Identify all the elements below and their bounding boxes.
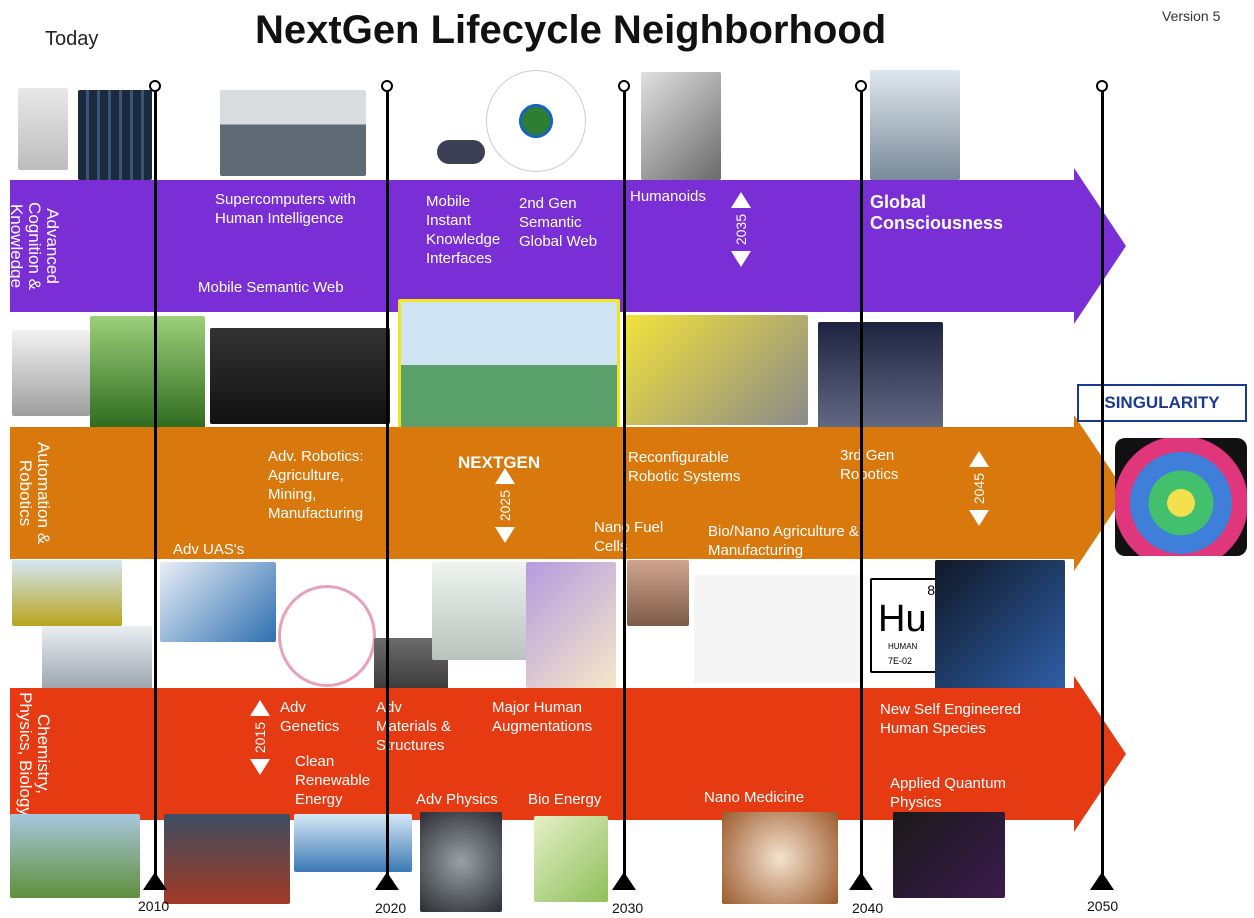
item-global-consciousness: Global Consciousness (870, 192, 1004, 233)
element-name: HUMAN (888, 642, 918, 651)
year-2050: 2050 (1087, 898, 1119, 914)
marker-2045: 2045 (964, 451, 994, 527)
item-adv-physics: Adv Physics (416, 791, 498, 808)
item-nano-medicine: Nano Medicine (704, 789, 805, 806)
item-nextgen: NEXTGEN (458, 453, 541, 472)
item-3rd-gen: 3rd Gen Robotics (840, 447, 899, 483)
triangle-2010 (143, 872, 167, 890)
timeline-2030-top (618, 80, 630, 92)
marker-2035: 2035 (726, 192, 756, 268)
band-label-cognition: Advanced Cognition & Knowledge (7, 202, 62, 290)
triangle-2020 (375, 872, 399, 890)
armored-robot-photo (818, 322, 943, 440)
nano-bot-photo (694, 575, 864, 683)
timeline-2020 (386, 88, 389, 878)
solar-boat-photo (294, 814, 412, 872)
headset-photo (437, 140, 485, 164)
server-rack-photo (78, 90, 152, 180)
item-nano-fuel: Nano Fuel Cells (594, 519, 664, 555)
reconfigurable-robot-photo (624, 315, 808, 425)
version-label: Version 5 (1162, 8, 1221, 24)
item-clean-energy: Clean Renewable Energy (295, 753, 371, 808)
timeline-2050-top (1096, 80, 1108, 92)
item-semantic-2nd: 2nd Gen Semantic Global Web (519, 195, 598, 250)
helicopter-photo (160, 562, 276, 642)
page-title: NextGen Lifecycle Neighborhood (255, 8, 887, 52)
armored-vehicle-photo (12, 560, 122, 626)
molecule-photo (534, 816, 608, 902)
year-2040: 2040 (852, 900, 884, 916)
wind-turbines-photo (10, 814, 140, 898)
band-label-chemistry: Chemistry, Physics, Biology (16, 692, 53, 816)
item-bio-nano: Bio/Nano Agriculture & Manufacturing (708, 523, 859, 559)
triangle-2030 (612, 872, 636, 890)
triangle-2040 (849, 872, 873, 890)
element-tile: 8 Hu HUMAN 7E-02 (870, 578, 940, 673)
timeline-2020-top (381, 80, 393, 92)
item-mobile-instant: Mobile Instant Knowledge Interfaces (426, 193, 501, 267)
marker-2025: 2025 (490, 468, 520, 544)
crystal-pyramid-photo (870, 70, 960, 180)
supercomputer-photo (220, 90, 366, 176)
concept-tractor-photo (210, 328, 390, 424)
item-adv-uas: Adv UAS's (173, 541, 245, 558)
item-adv-materials: Adv Materials & Structures (376, 699, 452, 754)
today-label: Today (45, 28, 99, 50)
exoskeleton-photo (432, 562, 532, 660)
robot-photo (18, 88, 68, 170)
timeline-2030 (623, 88, 626, 878)
globe-network-photo (486, 70, 586, 172)
element-symbol: Hu (878, 598, 927, 640)
item-new-species: New Self Engineered Human Species (880, 701, 1021, 737)
nano-chip-photo (627, 560, 689, 626)
item-adv-genetics: Adv Genetics (280, 699, 340, 735)
element-mass: 7E-02 (888, 656, 913, 666)
item-humanoids: Humanoids (630, 188, 706, 205)
year-2010: 2010 (138, 898, 170, 914)
timeline-2040-top (855, 80, 867, 92)
implant-photo (526, 562, 616, 688)
tractor-photo (90, 316, 205, 428)
year-2020: 2020 (375, 900, 407, 916)
year-2030: 2030 (612, 900, 644, 916)
singularity-label: SINGULARITY (1077, 384, 1247, 422)
timeline-2010 (154, 88, 157, 878)
marker-2015: 2015 (245, 700, 275, 776)
timeline-2010-top (149, 80, 161, 92)
timeline-2050 (1101, 88, 1104, 878)
dna-helix-photo (935, 560, 1065, 690)
triangle-2050 (1090, 872, 1114, 890)
humanoids-photo (641, 72, 721, 180)
submarine-photo (164, 814, 290, 904)
drone-photo (42, 626, 152, 690)
singularity-sphere-photo (1115, 438, 1247, 556)
item-reconfigurable: Reconfigurable Robotic Systems (628, 449, 741, 485)
band-label-robotics: Automation & Robotics (16, 441, 53, 545)
quantum-network-photo (893, 812, 1005, 898)
item-quantum-physics: Applied Quantum Physics (890, 775, 1006, 811)
item-supercomputers: Supercomputers with Human Intelligence (215, 191, 356, 227)
nano-medicine-photo (722, 812, 838, 904)
item-bio-energy: Bio Energy (528, 791, 602, 808)
robot-dog-photo (12, 330, 90, 416)
nextgen-diagram-photo (398, 299, 620, 445)
particle-detector-photo (420, 812, 502, 912)
timeline-2040 (860, 88, 863, 878)
genome-circle-photo (278, 585, 376, 687)
element-number: 8 (927, 582, 935, 598)
item-mobile-semantic: Mobile Semantic Web (198, 279, 344, 296)
item-adv-robotics: Adv. Robotics: Agriculture, Mining, Manu… (268, 448, 364, 522)
item-human-augment: Major Human Augmentations (492, 699, 593, 735)
